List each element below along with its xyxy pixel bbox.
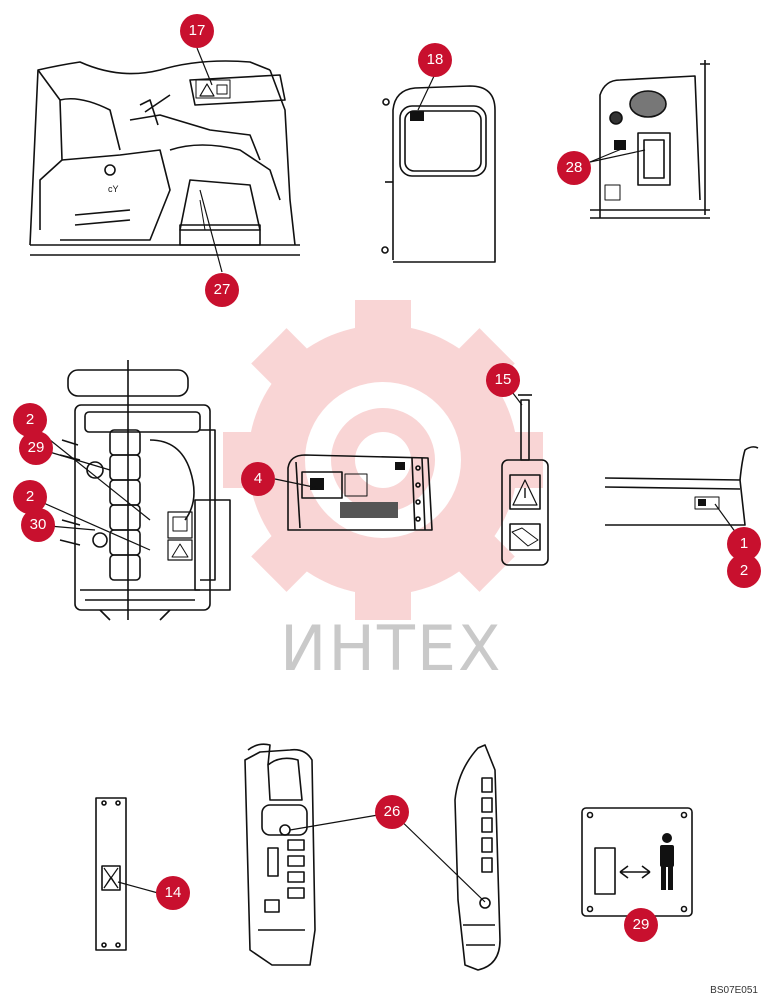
leader-line	[199, 189, 223, 273]
leader-line	[117, 881, 159, 894]
callout-29-sign: 29	[624, 908, 658, 942]
drawing-code: BS07E051	[710, 985, 758, 996]
double-arrow-icon	[619, 865, 651, 879]
callout-15: 15	[486, 363, 520, 397]
warning-triangle-icon	[512, 479, 538, 506]
sign-plate-drawing	[581, 807, 693, 917]
book-icon	[216, 84, 228, 95]
right-console-drawing	[454, 744, 501, 971]
book-icon	[511, 527, 539, 547]
leader-line	[289, 814, 379, 831]
svg-text:cY: cY	[108, 184, 119, 194]
left-console-drawing	[244, 743, 316, 966]
warning-book-decal-17	[195, 79, 231, 99]
leader-line	[417, 73, 436, 111]
warning-triangle-icon	[199, 83, 215, 97]
callout-4: 4	[241, 462, 275, 496]
callout-28: 28	[557, 151, 591, 185]
book-icon	[172, 516, 188, 532]
engine-drawing	[59, 360, 231, 621]
callout-26: 26	[375, 795, 409, 829]
callout-14: 14	[156, 876, 190, 910]
leader-line	[29, 496, 151, 551]
leader-line	[274, 478, 319, 489]
callout-29-engine: 29	[19, 431, 53, 465]
operator-seat-drawing: cY	[29, 60, 300, 256]
watermark-gear-logo	[223, 300, 543, 620]
leader-line	[391, 811, 486, 903]
rear-panel-drawing	[590, 60, 710, 219]
leader-line	[589, 149, 646, 163]
narrow-plate-drawing	[95, 797, 127, 951]
callout-17: 17	[180, 14, 214, 48]
engine-decal-warning	[167, 539, 193, 561]
watermark-text: ИНТЕХ	[280, 612, 503, 685]
callout-30: 30	[21, 508, 55, 542]
engine-decal-book	[167, 511, 193, 539]
counterweight-drawing	[604, 446, 759, 526]
battery-box-drawing	[287, 454, 433, 531]
warning-triangle-icon	[103, 876, 119, 889]
person-icon	[660, 833, 674, 890]
callout-2-counterweight: 2	[727, 554, 761, 588]
cab-door-drawing	[381, 85, 496, 263]
callout-27: 27	[205, 273, 239, 307]
warning-triangle-icon	[171, 543, 189, 558]
leader-line	[39, 431, 151, 521]
leader-line	[589, 147, 625, 163]
leader-line	[196, 47, 213, 86]
callout-18: 18	[418, 43, 452, 77]
warning-tag-drawing	[501, 394, 549, 566]
